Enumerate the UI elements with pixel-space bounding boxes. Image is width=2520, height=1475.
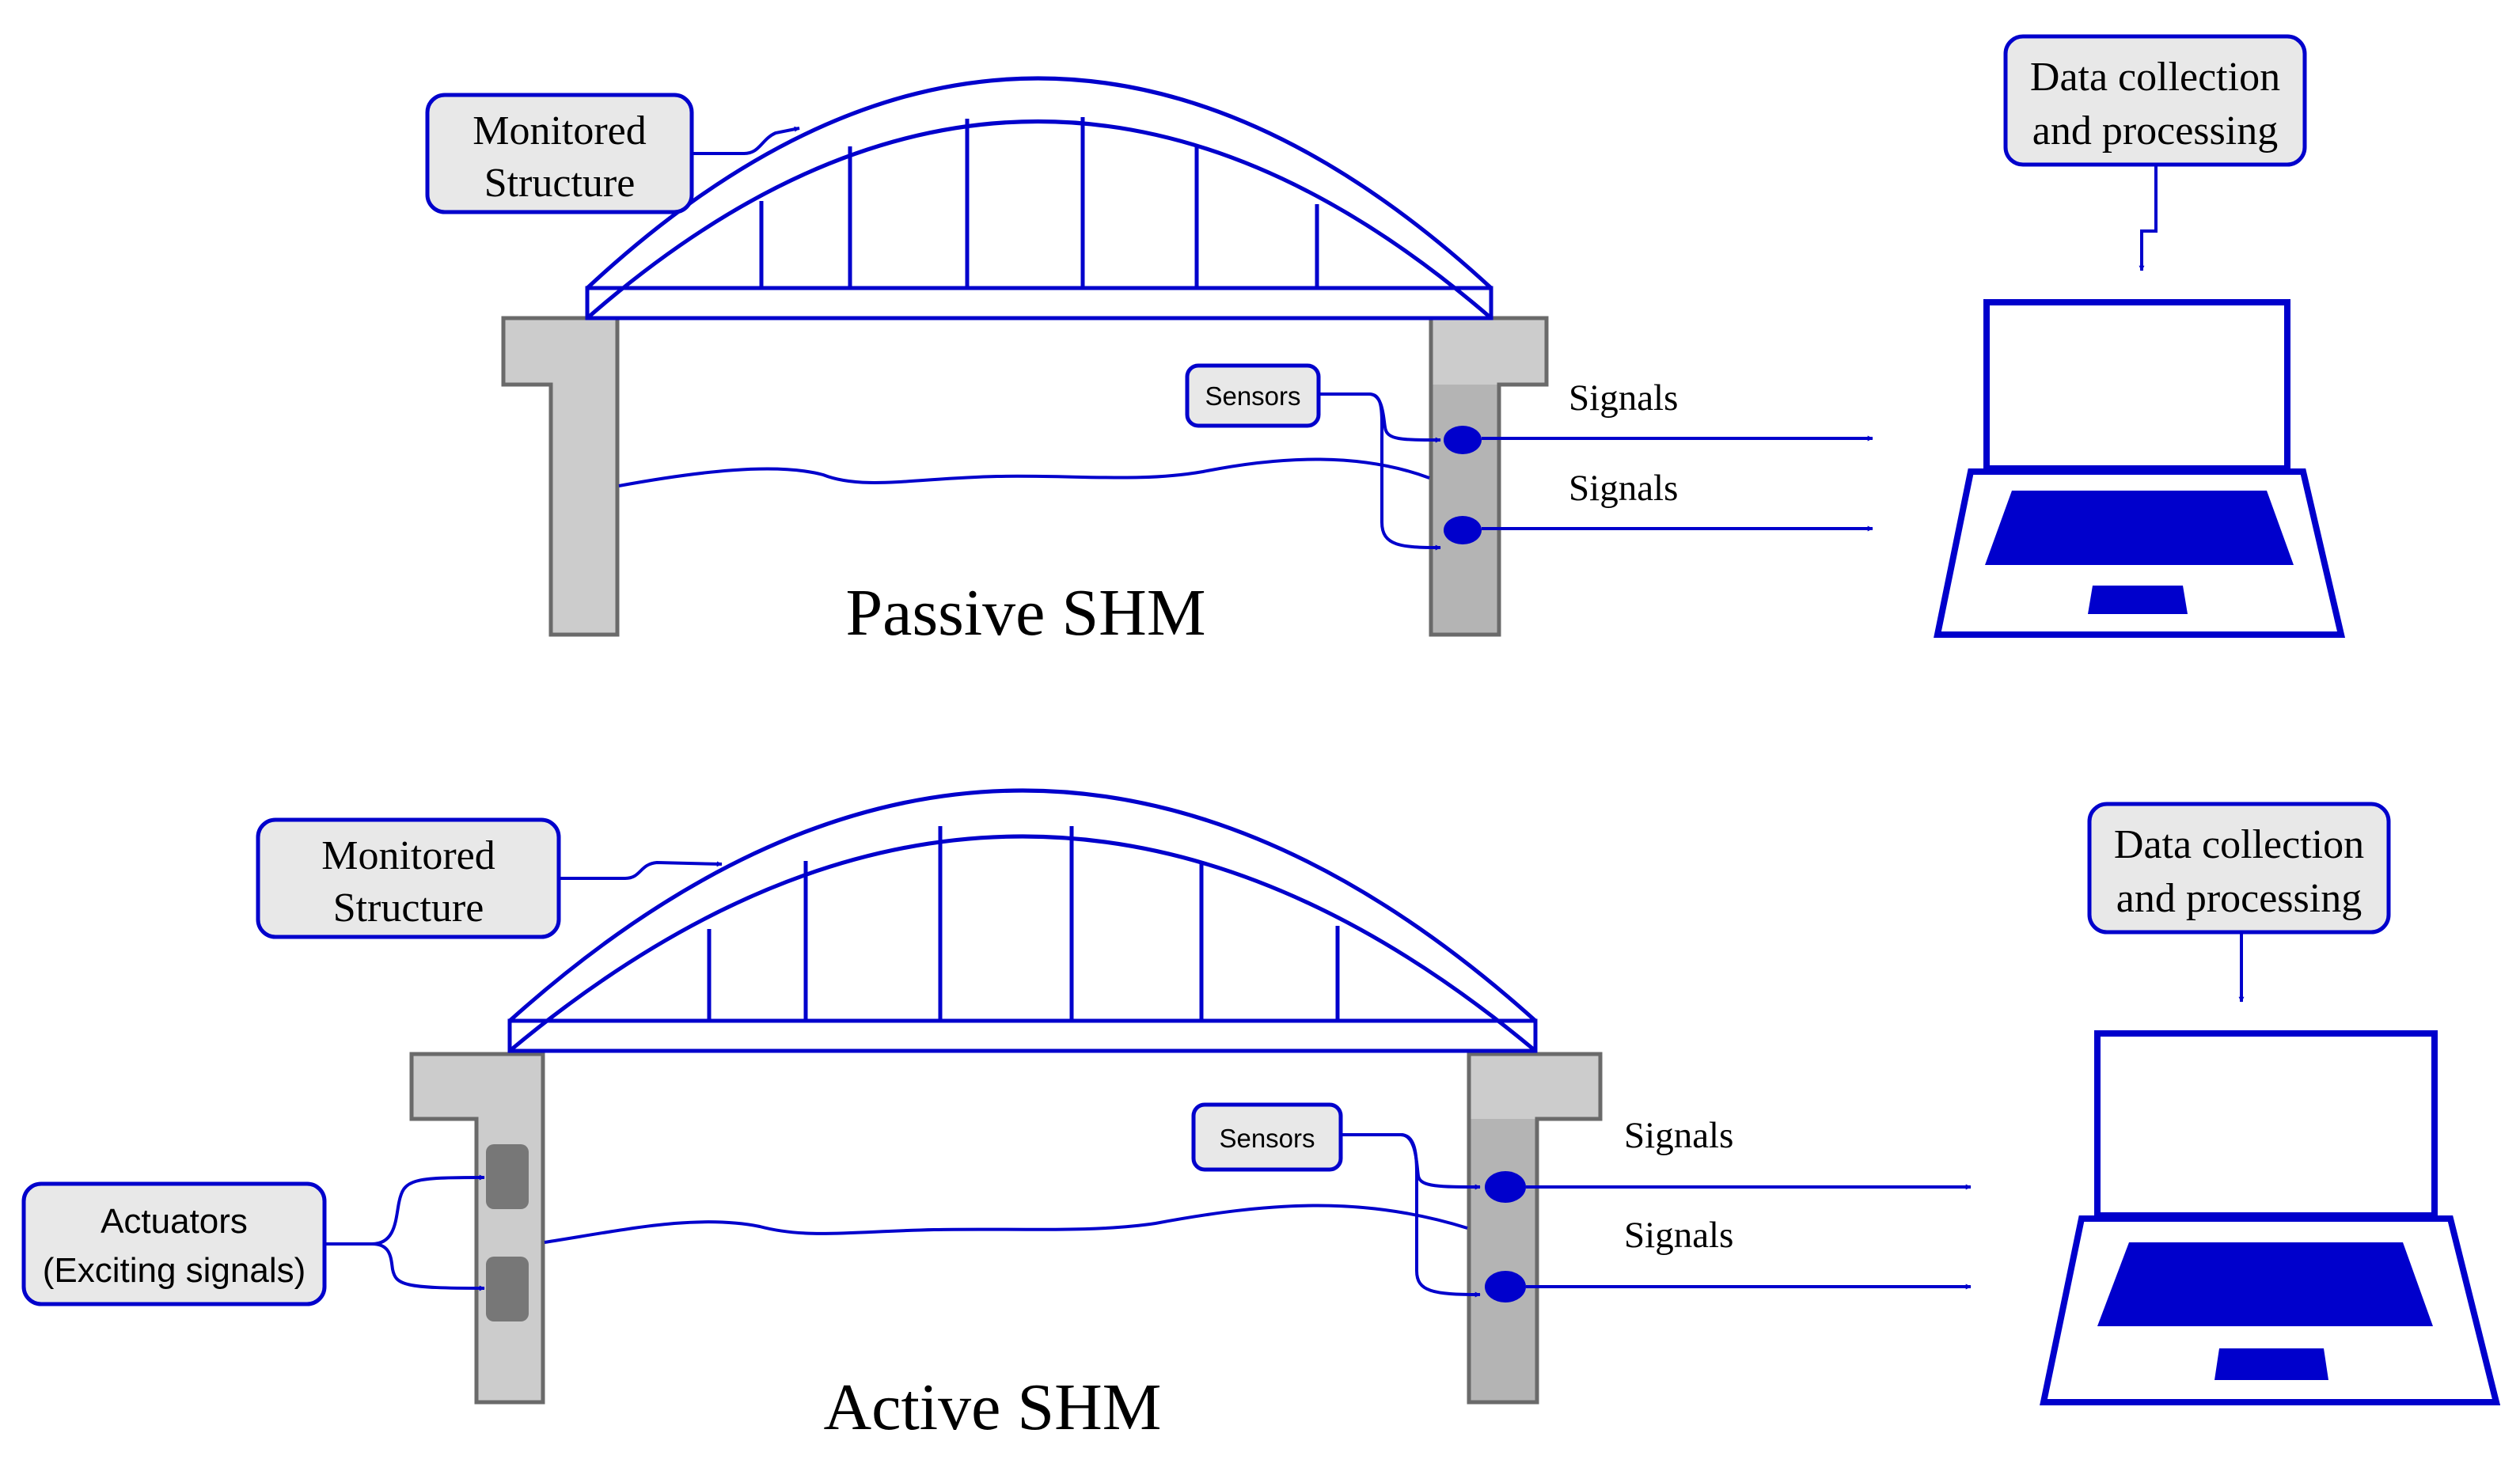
actuator [486,1144,529,1209]
signal-label: Signals [1569,468,1678,509]
water-line [544,1204,1468,1244]
data-callout-arrow [2139,165,2158,271]
data-collection-callout: Data collection and processing [2003,34,2307,167]
active-shm-title: Active SHM [824,1371,1162,1444]
signal-label: Signals [1569,377,1678,419]
passive-shm-panel: Monitored Structure Sensors Signals Sign… [425,34,2346,650]
active-shm-panel: Actuators (Exciting signals) Monitored S… [21,788,2501,1444]
left-pier [409,1052,545,1405]
data-callout-line1: Data collection [2030,55,2280,100]
laptop-icon [1934,299,2346,638]
arch-outer [508,788,1537,1022]
sensor-node [1444,516,1482,544]
data-callout-line2: and processing [2116,876,2362,921]
sensor-lead-2 [1400,1133,1481,1298]
callout-text-line1: Monitored [472,108,647,154]
actuator [486,1257,529,1321]
sensors-callout: Sensors [1191,1102,1343,1172]
arch-outer [586,76,1493,290]
actuators-line1: Actuators [101,1202,248,1241]
bridge-deck [507,1018,1538,1053]
sensors-label: Sensors [1219,1124,1315,1153]
water-line [618,457,1430,487]
sensor-lead-2 [1368,392,1441,551]
laptop-icon [2040,1030,2501,1405]
arch-inner [508,834,1537,1052]
data-callout-line1: Data collection [2114,822,2364,867]
sensor-node [1444,426,1482,454]
signal-label: Signals [1624,1215,1733,1256]
sensor-lead-1 [1341,1133,1481,1190]
sensors-label: Sensors [1205,381,1300,411]
signal-label: Signals [1624,1115,1733,1156]
sensor-node [1485,1171,1526,1203]
callout-arrow [692,126,800,155]
actuators-callout: Actuators (Exciting signals) [21,1181,327,1306]
right-pier-shade [1469,1119,1537,1402]
callout-text-line2: Structure [484,161,636,206]
arch-inner [586,119,1493,320]
actuators-line2: (Exciting signals) [43,1251,306,1290]
left-pier [501,316,620,637]
callout-arrow [559,860,723,880]
bridge-structure [585,76,1493,320]
actuator-lead-2 [371,1242,485,1291]
callout-text-line1: Monitored [321,833,495,878]
passive-shm-title: Passive SHM [845,576,1205,650]
monitored-structure-callout: Monitored Structure [256,817,561,939]
sensors-callout: Sensors [1185,363,1321,428]
bridge-deck [585,286,1493,320]
data-callout-line2: and processing [2032,108,2278,154]
right-pier-shade [1431,385,1499,635]
sensor-node [1485,1271,1526,1302]
actuator-lead-1 [324,1174,485,1246]
monitored-structure-callout: Monitored Structure [425,93,694,214]
callout-text-line2: Structure [333,885,484,931]
bridge-structure [507,788,1538,1053]
data-collection-callout: Data collection and processing [2087,802,2391,935]
